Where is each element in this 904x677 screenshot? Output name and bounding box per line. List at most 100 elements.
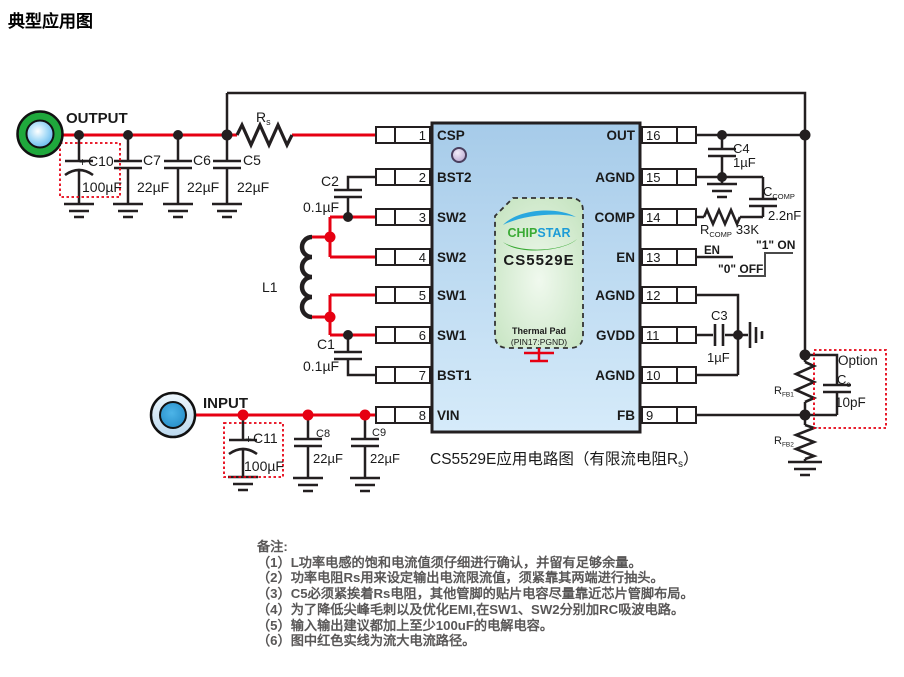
thermal-pad-sublabel: (PIN17:PGND) (511, 337, 567, 347)
svg-text:BST1: BST1 (437, 368, 472, 383)
svg-text:VIN: VIN (437, 408, 460, 423)
logo-text: CHIPSTAR (508, 226, 571, 240)
pin-10-agnd: 10 AGND (595, 366, 697, 384)
svg-text:1: 1 (419, 128, 426, 143)
c8-ref: C8 (316, 428, 330, 440)
c9-value: 22µF (370, 451, 400, 466)
rfb2-label: RFB2 (774, 435, 794, 449)
svg-text:AGND: AGND (595, 288, 635, 303)
logo-blue-swoosh (503, 210, 576, 225)
ground-symbols (64, 182, 822, 493)
svg-text:SW2: SW2 (437, 250, 466, 265)
option-label: Option (838, 353, 878, 368)
rs-label: Rs (256, 109, 271, 127)
pin-15-agnd: 15 AGND (595, 168, 697, 186)
svg-text:CSP: CSP (437, 128, 465, 143)
en-waveform (738, 252, 793, 277)
c5-ref: C5 (243, 152, 261, 168)
resistor-rs (235, 121, 294, 149)
en-on-label: "1" ON (756, 238, 795, 252)
thermal-pad-label: Thermal Pad (512, 326, 566, 336)
c11-highlight-box (223, 422, 284, 478)
pin-4-sw2: 4 SW2 (375, 248, 466, 266)
pin-1-csp: 1 CSP (375, 126, 465, 144)
svg-text:GVDD: GVDD (596, 328, 635, 343)
svg-text:2: 2 (419, 170, 426, 185)
cc-value: 10pF (835, 395, 866, 410)
svg-text:5: 5 (419, 288, 426, 303)
en-off-label: "0" OFF (718, 262, 763, 276)
svg-text:10: 10 (646, 368, 660, 383)
svg-text:15: 15 (646, 170, 660, 185)
inductor-l1 (299, 234, 313, 320)
rfb1-label: RFB1 (774, 385, 794, 399)
svg-text:7: 7 (419, 368, 426, 383)
svg-text:OUT: OUT (607, 128, 636, 143)
svg-text:AGND: AGND (595, 368, 635, 383)
c11-value: 100µF (244, 458, 284, 474)
note-item-1: （1）L功率电感的饱和电流值须仔细进行确认，并留有足够余量。 (257, 554, 642, 570)
c1-value: 0.1µF (303, 358, 339, 374)
c7-value: 22µF (137, 179, 169, 195)
thermal-pad-ground (524, 348, 554, 363)
junction-dots-black (74, 129, 811, 421)
output-terminal (16, 110, 64, 158)
resistor-rfb2 (792, 423, 818, 461)
svg-text:BST2: BST2 (437, 170, 472, 185)
c6-value: 22µF (187, 179, 219, 195)
c4-ref: C4 (733, 141, 750, 156)
c8-value: 22µF (313, 451, 343, 466)
notes-header: 备注: (257, 539, 288, 554)
svg-text:12: 12 (646, 288, 660, 303)
page-title: 典型应用图 (8, 12, 93, 31)
chipstar-logo: CHIPSTAR (503, 210, 577, 251)
svg-text:SW1: SW1 (437, 288, 467, 303)
pin-8-vin: 8 VIN (375, 406, 460, 424)
pin-14-comp: 14 COMP (595, 208, 697, 226)
c10-highlight-box (59, 142, 121, 198)
notes-section: 备注: （1）L功率电感的饱和电流值须仔细进行确认，并留有足够余量。 （2）功率… (257, 539, 777, 649)
c5-value: 22µF (237, 179, 269, 195)
pin-2-bst2: 2 BST2 (375, 168, 472, 186)
output-label: OUTPUT (66, 110, 128, 127)
c2-value: 0.1µF (303, 199, 339, 215)
c10-ref: +C10 (79, 153, 114, 169)
c3-value: 1µF (707, 350, 730, 365)
c4-value: 1µF (733, 155, 756, 170)
c6-ref: C6 (193, 152, 211, 168)
c3-ref: C3 (711, 308, 728, 323)
svg-text:SW1: SW1 (437, 328, 467, 343)
schematic-caption: CS5529E应用电路图（有限流电阻Rs） (430, 449, 699, 470)
capacitor-plates (65, 147, 851, 448)
ic-part-number: CS5529E (503, 252, 574, 269)
svg-text:SW2: SW2 (437, 210, 466, 225)
svg-text:COMP: COMP (595, 210, 636, 225)
ccomp-value: 2.2nF (768, 208, 801, 223)
svg-text:EN: EN (616, 250, 635, 265)
svg-text:11: 11 (646, 328, 660, 343)
svg-text:4: 4 (419, 250, 426, 265)
note-item-4: （4）为了降低尖峰毛刺以及优化EMI,在SW1、SW2分别加RC吸波电路。 (257, 601, 685, 617)
pin-5-sw1: 5 SW1 (375, 286, 467, 304)
svg-text:13: 13 (646, 250, 660, 265)
svg-text:FB: FB (617, 408, 635, 423)
logo-green-swoosh (503, 239, 577, 251)
pin1-marker-dot (451, 147, 467, 163)
junction-dots-red (237, 231, 371, 421)
svg-text:9: 9 (646, 408, 653, 423)
svg-text:14: 14 (646, 210, 660, 225)
svg-text:8: 8 (419, 408, 426, 423)
c11-ref: +C11 (245, 430, 278, 446)
c2-ref: C2 (321, 173, 339, 189)
c1-ref: C1 (317, 336, 335, 352)
svg-text:AGND: AGND (595, 170, 635, 185)
c10-value: 100µF (82, 179, 122, 195)
l1-ref: L1 (262, 279, 278, 295)
svg-text:16: 16 (646, 128, 660, 143)
cc-ref: Cc (837, 372, 850, 389)
pin-11-gvdd: 11 GVDD (596, 326, 697, 344)
ccomp-ref: CCOMP (763, 184, 795, 201)
